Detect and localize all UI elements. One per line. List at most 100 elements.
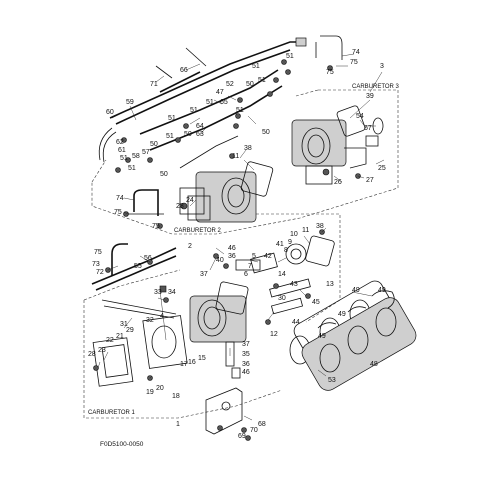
callout: 62 xyxy=(116,139,124,146)
callout: 28 xyxy=(176,203,184,210)
callout: 19 xyxy=(146,389,154,396)
callout: 24 xyxy=(186,197,194,204)
callout-numbers: 3 39 54 67 75 75 74 66 71 59 60 64 63 62… xyxy=(88,49,386,440)
callout: 27 xyxy=(366,177,374,184)
carb1-fuel-hoses xyxy=(91,243,177,291)
callout: 36 xyxy=(242,361,250,368)
intake-manifold xyxy=(289,280,417,391)
callout: 73 xyxy=(92,261,100,268)
callout: 51 xyxy=(206,99,214,106)
callout: 51 xyxy=(258,77,266,84)
callout: 49 xyxy=(378,287,386,294)
callout: 51 xyxy=(168,115,176,122)
callout: 75 xyxy=(326,69,334,76)
group-outlines xyxy=(83,89,399,419)
callout: 50 xyxy=(184,131,192,138)
callout: 37 xyxy=(200,271,208,278)
callout: 7 xyxy=(248,263,252,270)
callout: 23 xyxy=(98,347,106,354)
callout: 49 xyxy=(352,287,360,294)
callout: 46 xyxy=(228,245,236,252)
callout: 75 xyxy=(152,223,160,230)
carburetor-2-assembly xyxy=(179,153,274,223)
callout: 51 xyxy=(252,63,260,70)
callout: 43 xyxy=(290,281,298,288)
callout: 71 xyxy=(150,81,158,88)
callout: 44 xyxy=(292,319,300,326)
callout: 54 xyxy=(356,113,364,120)
callout: 34 xyxy=(168,289,176,296)
callout: 6 xyxy=(244,271,248,278)
callout: 37 xyxy=(242,341,250,348)
callout: 50 xyxy=(150,141,158,148)
callout: 51 xyxy=(120,155,128,162)
callout: 11 xyxy=(302,227,309,234)
callout: 5 xyxy=(252,253,256,260)
callout: 3 xyxy=(380,63,384,70)
callout: 9 xyxy=(288,239,292,246)
callout: 66 xyxy=(180,67,188,74)
callout: 75 xyxy=(350,59,358,66)
callout: 22 xyxy=(106,337,114,344)
callout: 33 xyxy=(154,289,162,296)
callout: 42 xyxy=(264,253,272,260)
callout: 53 xyxy=(328,377,336,384)
callout: 48 xyxy=(370,361,378,368)
callout: 51 xyxy=(128,165,136,172)
mounting-bracket xyxy=(205,387,251,441)
callout: 74 xyxy=(352,49,360,56)
callout: 21 xyxy=(116,333,124,340)
callout: 64 xyxy=(196,123,204,130)
carburetor-1-label: CARBURETOR 1 xyxy=(88,410,136,416)
callout: 39 xyxy=(366,93,374,100)
callout: 57 xyxy=(142,149,150,156)
callout: 30 xyxy=(278,295,286,302)
callout: 58 xyxy=(132,153,140,160)
callout: 18 xyxy=(172,393,180,400)
callout: 40 xyxy=(216,257,224,264)
callout: 59 xyxy=(126,99,134,106)
callout: 49 xyxy=(338,311,346,318)
callout: 51 xyxy=(236,107,244,114)
callout: 51 xyxy=(286,53,294,60)
callout: 68 xyxy=(258,421,266,428)
callout: 75 xyxy=(114,209,122,216)
callout: 69 xyxy=(238,433,246,440)
callout: 13 xyxy=(326,281,334,288)
callout: 29 xyxy=(126,327,134,334)
diagram-code: F0D5100-0050 xyxy=(100,441,144,448)
callout: 12 xyxy=(270,331,278,338)
carburetor-1-assembly xyxy=(92,281,249,387)
callout: 36 xyxy=(228,253,236,260)
callout: 55 xyxy=(134,263,142,270)
callout: 63 xyxy=(196,131,204,138)
callout: 72 xyxy=(96,269,104,276)
callout: 50 xyxy=(246,81,254,88)
callout: 16 xyxy=(188,359,196,366)
callout: 50 xyxy=(262,129,270,136)
callout: 45 xyxy=(312,299,320,306)
callout: 2 xyxy=(188,243,192,250)
callout: 51 xyxy=(190,107,198,114)
callout: 14 xyxy=(278,271,286,278)
callout: 32 xyxy=(146,317,154,324)
callout: 56 xyxy=(144,255,152,262)
callout: 20 xyxy=(156,385,164,392)
callout: 46 xyxy=(242,369,250,376)
carburetor-3-label: CARBURETOR 3 xyxy=(352,84,400,90)
callout: 35 xyxy=(242,351,250,358)
callout: 60 xyxy=(106,109,114,116)
callout: 10 xyxy=(290,231,298,238)
callout: 4 xyxy=(160,313,164,320)
callout: 11 xyxy=(232,153,239,160)
callout: 70 xyxy=(250,427,258,434)
callout: 52 xyxy=(226,81,234,88)
callout: 49 xyxy=(318,333,326,340)
carburetor-3-assembly xyxy=(291,105,384,185)
callout: 38 xyxy=(244,145,252,152)
callout: 65 xyxy=(220,99,228,106)
carburetor-2-label: CARBURETOR 2 xyxy=(174,228,222,234)
callout: 17 xyxy=(180,361,188,368)
callout: 75 xyxy=(94,249,102,256)
